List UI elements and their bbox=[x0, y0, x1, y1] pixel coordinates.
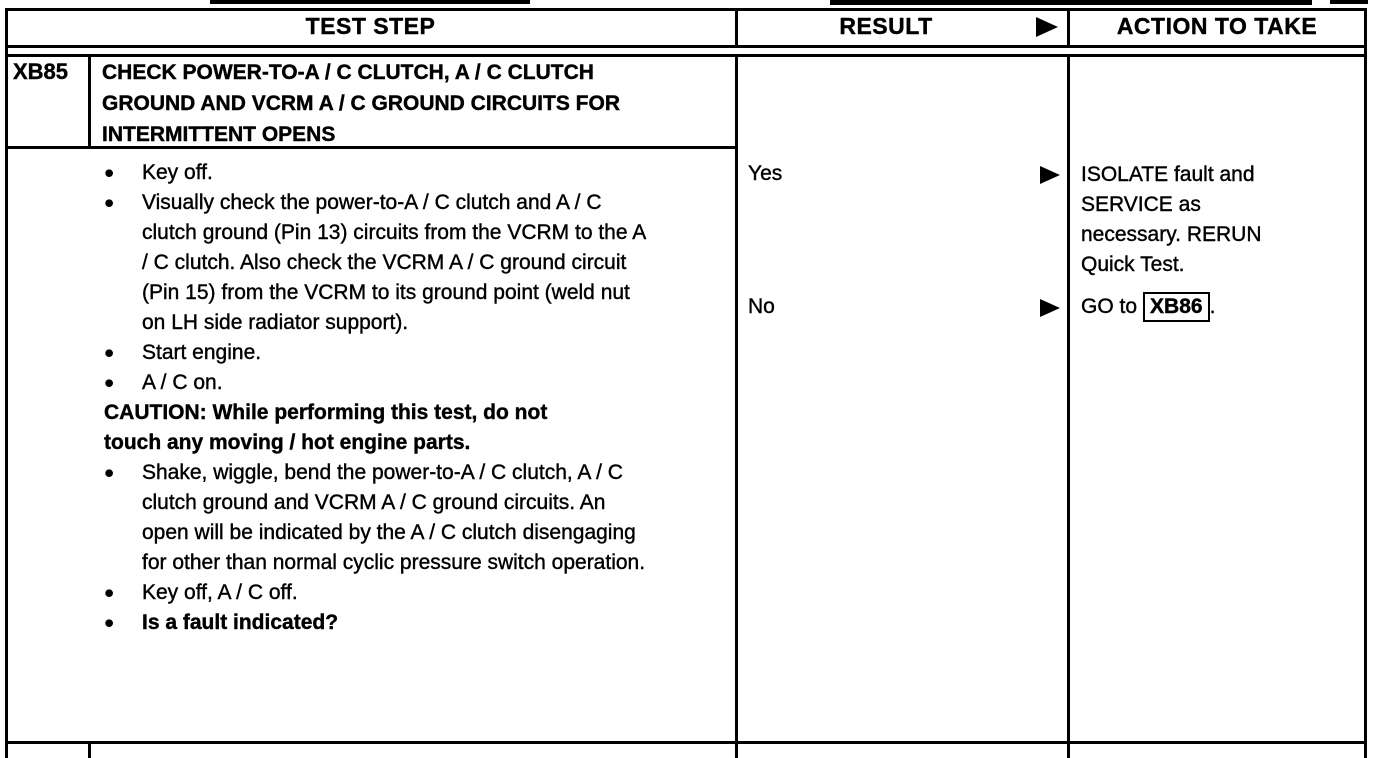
caution-note: CAUTION: While performing this test, do … bbox=[104, 398, 609, 458]
title-row-bottom-border bbox=[5, 146, 738, 149]
procedure-text: Start engine. bbox=[142, 341, 262, 364]
procedure-text: Shake, wiggle, bend the power-to-A / C c… bbox=[142, 461, 646, 574]
procedure-bullet: ● Key off, A / C off. bbox=[104, 578, 654, 608]
stepid-divider bbox=[88, 54, 91, 149]
procedure-text: Key off, A / C off. bbox=[142, 581, 298, 604]
column-divider-result-action bbox=[1067, 54, 1070, 758]
scan-remnant-line bbox=[830, 0, 1312, 5]
column-divider-result-action bbox=[1067, 8, 1070, 48]
scan-remnant-line bbox=[210, 0, 530, 4]
caution-text: CAUTION: While performing this test, do … bbox=[104, 401, 548, 454]
action-goto-period: . bbox=[1209, 295, 1216, 318]
bullet-icon: ● bbox=[104, 613, 115, 632]
procedure-bullet: ● Key off. bbox=[104, 158, 654, 188]
procedure-text: Visually check the power-to-A / C clutch… bbox=[142, 191, 646, 334]
result-yes-label: Yes bbox=[748, 162, 783, 185]
column-divider-teststep-result bbox=[735, 54, 738, 758]
procedure-bullet: ● Visually check the power-to-A / C clut… bbox=[104, 188, 654, 338]
xb86-reference-box: XB86 bbox=[1143, 292, 1210, 322]
stepid-divider-next-row bbox=[88, 741, 91, 758]
procedure-question-text: Is a fault indicated? bbox=[142, 611, 339, 634]
bullet-icon: ● bbox=[104, 373, 115, 392]
bullet-icon: ● bbox=[104, 343, 115, 362]
bullet-icon: ● bbox=[104, 193, 115, 212]
procedure-bullet: ● Shake, wiggle, bend the power-to-A / C… bbox=[104, 458, 654, 578]
column-header-result: RESULT bbox=[839, 13, 933, 39]
scan-remnant-line bbox=[1330, 0, 1368, 4]
body-top-border bbox=[5, 54, 1367, 57]
result-no-arrow-icon bbox=[1040, 299, 1060, 317]
step-title: CHECK POWER-TO-A / C CLUTCH, A / C CLUTC… bbox=[102, 61, 620, 146]
result-yes-arrow-icon bbox=[1040, 166, 1060, 184]
step-id: XB85 bbox=[13, 59, 69, 84]
procedure-question-bullet: ● Is a fault indicated? bbox=[104, 608, 654, 638]
table-right-border bbox=[1364, 8, 1367, 758]
procedure-text: Key off. bbox=[142, 161, 213, 184]
result-header-arrow-icon bbox=[1036, 17, 1058, 37]
header-bottom-border bbox=[5, 45, 1367, 48]
column-header-test-step: TEST STEP bbox=[305, 13, 436, 39]
bullet-icon: ● bbox=[104, 163, 115, 182]
action-goto-label: GO to bbox=[1081, 295, 1138, 318]
table-top-border bbox=[5, 8, 1367, 11]
result-no-label: No bbox=[748, 295, 775, 318]
procedure-list: ● Key off. ● Visually check the power-to… bbox=[104, 158, 654, 638]
procedure-bullet: ● A / C on. bbox=[104, 368, 654, 398]
bullet-icon: ● bbox=[104, 583, 115, 602]
table-left-border bbox=[5, 8, 8, 758]
action-yes-text: ISOLATE fault and SERVICE as necessary. … bbox=[1081, 163, 1262, 276]
row-bottom-border bbox=[5, 741, 1367, 744]
column-header-action-to-take: ACTION TO TAKE bbox=[1116, 13, 1318, 39]
procedure-bullet: ● Start engine. bbox=[104, 338, 654, 368]
procedure-text: A / C on. bbox=[142, 371, 223, 394]
bullet-icon: ● bbox=[104, 463, 115, 482]
column-divider-teststep-result bbox=[735, 8, 738, 48]
